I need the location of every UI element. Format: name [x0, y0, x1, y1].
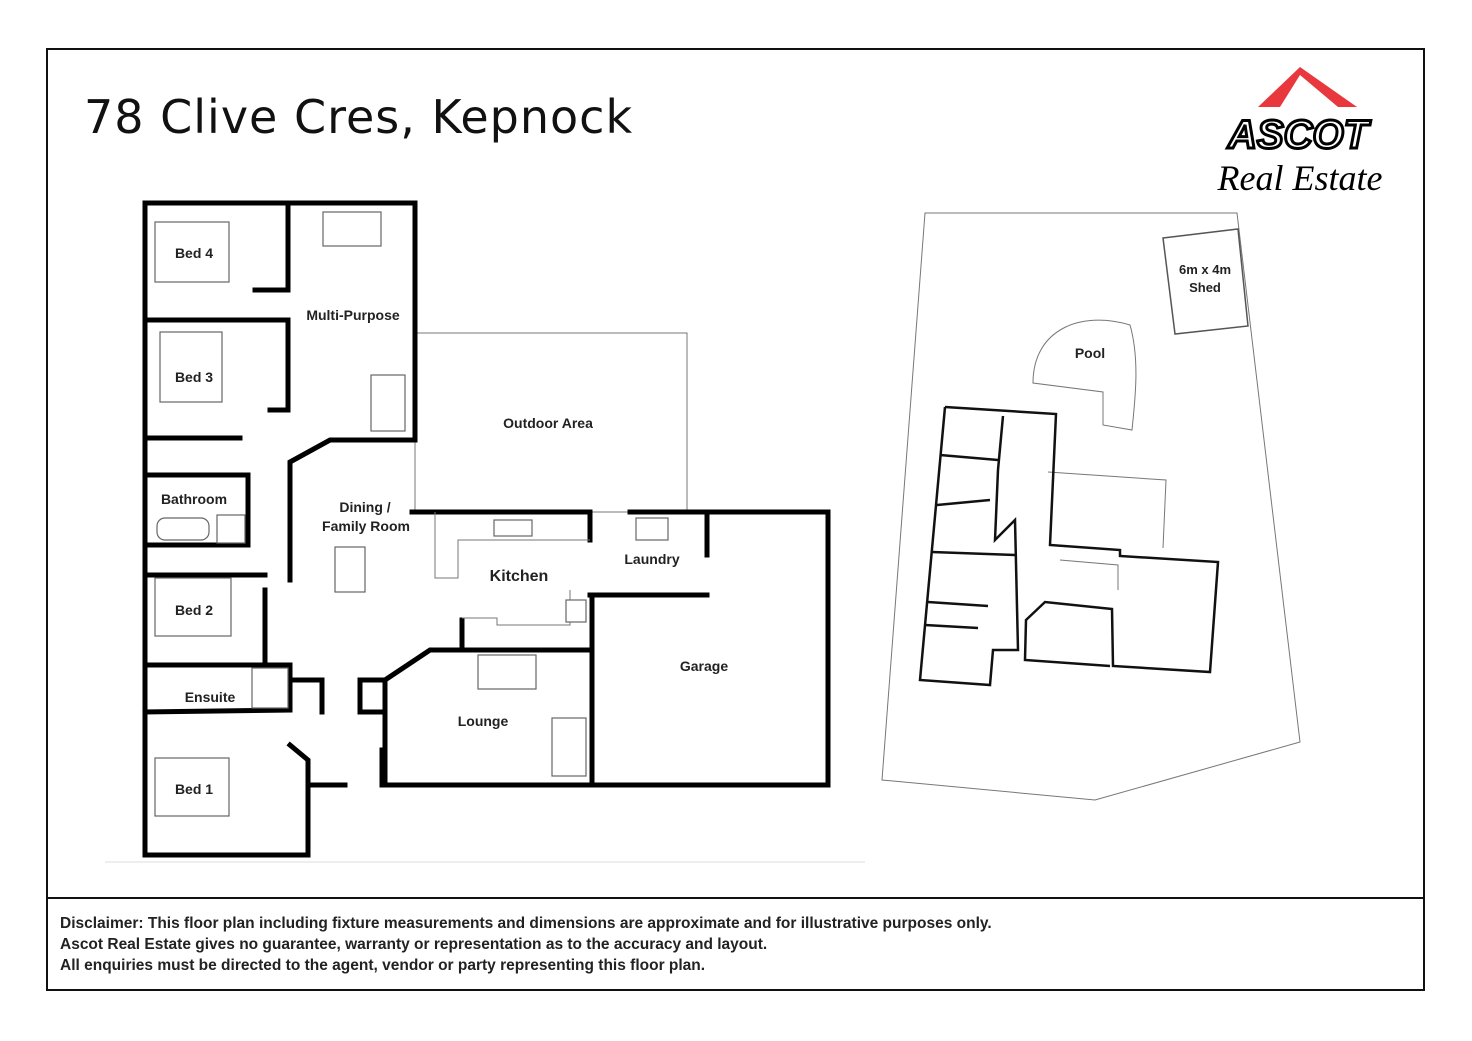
- page-title: 78 Clive Cres, Kepnock: [84, 90, 634, 144]
- room-label-family-room: Family Room: [322, 518, 410, 534]
- disclaimer-line: Ascot Real Estate gives no guarantee, wa…: [60, 936, 768, 953]
- room-label-bed4: Bed 4: [175, 245, 213, 261]
- room-label-dining: Dining /: [339, 499, 390, 515]
- shed-label: Shed: [1189, 280, 1221, 295]
- room-label-laundry: Laundry: [624, 551, 679, 567]
- room-label-bathroom: Bathroom: [161, 491, 227, 507]
- room-label-garage: Garage: [680, 658, 728, 674]
- svg-text:ASCOT: ASCOT: [1227, 113, 1372, 157]
- walls: [142, 200, 831, 858]
- floor-plan-frame: [46, 48, 1425, 991]
- furniture: [154, 211, 669, 817]
- room-label-ensuite: Ensuite: [185, 689, 236, 705]
- room-label-bed3: Bed 3: [175, 369, 213, 385]
- svg-text:Real Estate: Real Estate: [1217, 158, 1383, 198]
- room-label-kitchen: Kitchen: [490, 568, 549, 585]
- room-label-bed2: Bed 2: [175, 602, 213, 618]
- ascot-logo: ASCOT Real Estate: [1217, 67, 1383, 198]
- room-label-multi-purpose: Multi-Purpose: [306, 307, 400, 323]
- disclaimer: Disclaimer: This floor plan including fi…: [60, 913, 992, 976]
- divider: [46, 897, 1425, 899]
- pool-label: Pool: [1075, 345, 1105, 361]
- room-label-outdoor-area: Outdoor Area: [503, 415, 593, 431]
- shed-label-size: 6m x 4m: [1179, 262, 1231, 277]
- site-plan: 6m x 4m Shed Pool: [881, 212, 1301, 801]
- disclaimer-line: All enquiries must be directed to the ag…: [60, 957, 706, 974]
- cooktop-icon: [565, 599, 587, 623]
- disclaimer-line: Disclaimer: This floor plan including fi…: [60, 915, 992, 932]
- room-label-bed1: Bed 1: [175, 781, 213, 797]
- sink-icon: [493, 519, 533, 537]
- room-label-lounge: Lounge: [458, 713, 509, 729]
